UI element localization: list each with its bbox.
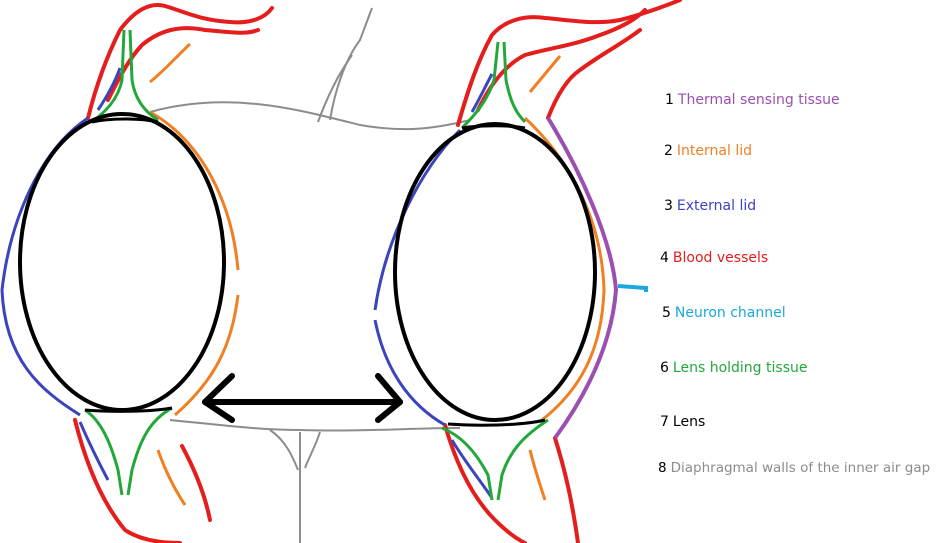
diaphragm-top-wall	[149, 101, 471, 131]
diaphragm-top-stem-b	[317, 54, 353, 123]
external-lid-right-lower	[373, 319, 446, 427]
holding-right-top	[460, 41, 527, 130]
internal-lid	[149, 42, 606, 506]
internal-lid-right-top-fiber	[528, 55, 562, 93]
lens-left	[18, 112, 226, 412]
lens-right-top-cap	[461, 124, 526, 130]
lenses	[18, 112, 597, 427]
internal-lid-right-bottom-fiber	[528, 449, 547, 501]
vessel-left-bottom	[73, 418, 182, 543]
vessel-left-top-outer	[86, 3, 274, 120]
diaphragmal-walls	[149, 7, 471, 543]
holding-left-bottom	[84, 406, 173, 496]
arrow-head-left	[202, 373, 235, 423]
blood-vessels	[73, 0, 682, 543]
arrow-head-right	[375, 373, 403, 423]
lens-left-bottom-cap	[84, 406, 173, 413]
external-lid-left-top-fiber	[96, 67, 122, 111]
internal-lid-left	[149, 110, 240, 271]
diaphragm-bottom-wall	[169, 419, 461, 432]
internal-lid-left-top-fiber	[149, 42, 192, 84]
lens-right-bottom-cap	[447, 418, 546, 427]
internal-lid-left-lower	[174, 294, 240, 417]
vessel-right-top-outer	[456, 0, 682, 127]
diaphragm-bottom-lobe	[269, 429, 299, 471]
internal-lid-left-bottom-fiber	[156, 449, 187, 506]
vessel-right-bottom-stub	[553, 436, 580, 543]
diaphragm-bottom-lobe-b	[304, 431, 321, 469]
external-lid-left-bottom-fiber	[78, 421, 110, 481]
external-lid-right	[373, 128, 462, 311]
external-lid-right-bottom-fiber	[450, 439, 494, 499]
vessel-right-top-inner	[476, 8, 647, 112]
vessel-left-bottom-stub	[180, 444, 212, 522]
vessel-right-bottom	[443, 423, 527, 543]
vessel-right-side	[546, 28, 642, 120]
diaphragm-top-stem	[329, 7, 373, 121]
thermal-sensing-tissue	[546, 116, 619, 440]
lens-right	[393, 122, 597, 422]
holding-right-bottom	[441, 418, 549, 501]
lens-left-top-cap	[91, 117, 159, 124]
double-arrow	[202, 373, 403, 423]
neuron-channel	[617, 284, 648, 292]
external-lid-right-top-fiber	[470, 73, 494, 113]
